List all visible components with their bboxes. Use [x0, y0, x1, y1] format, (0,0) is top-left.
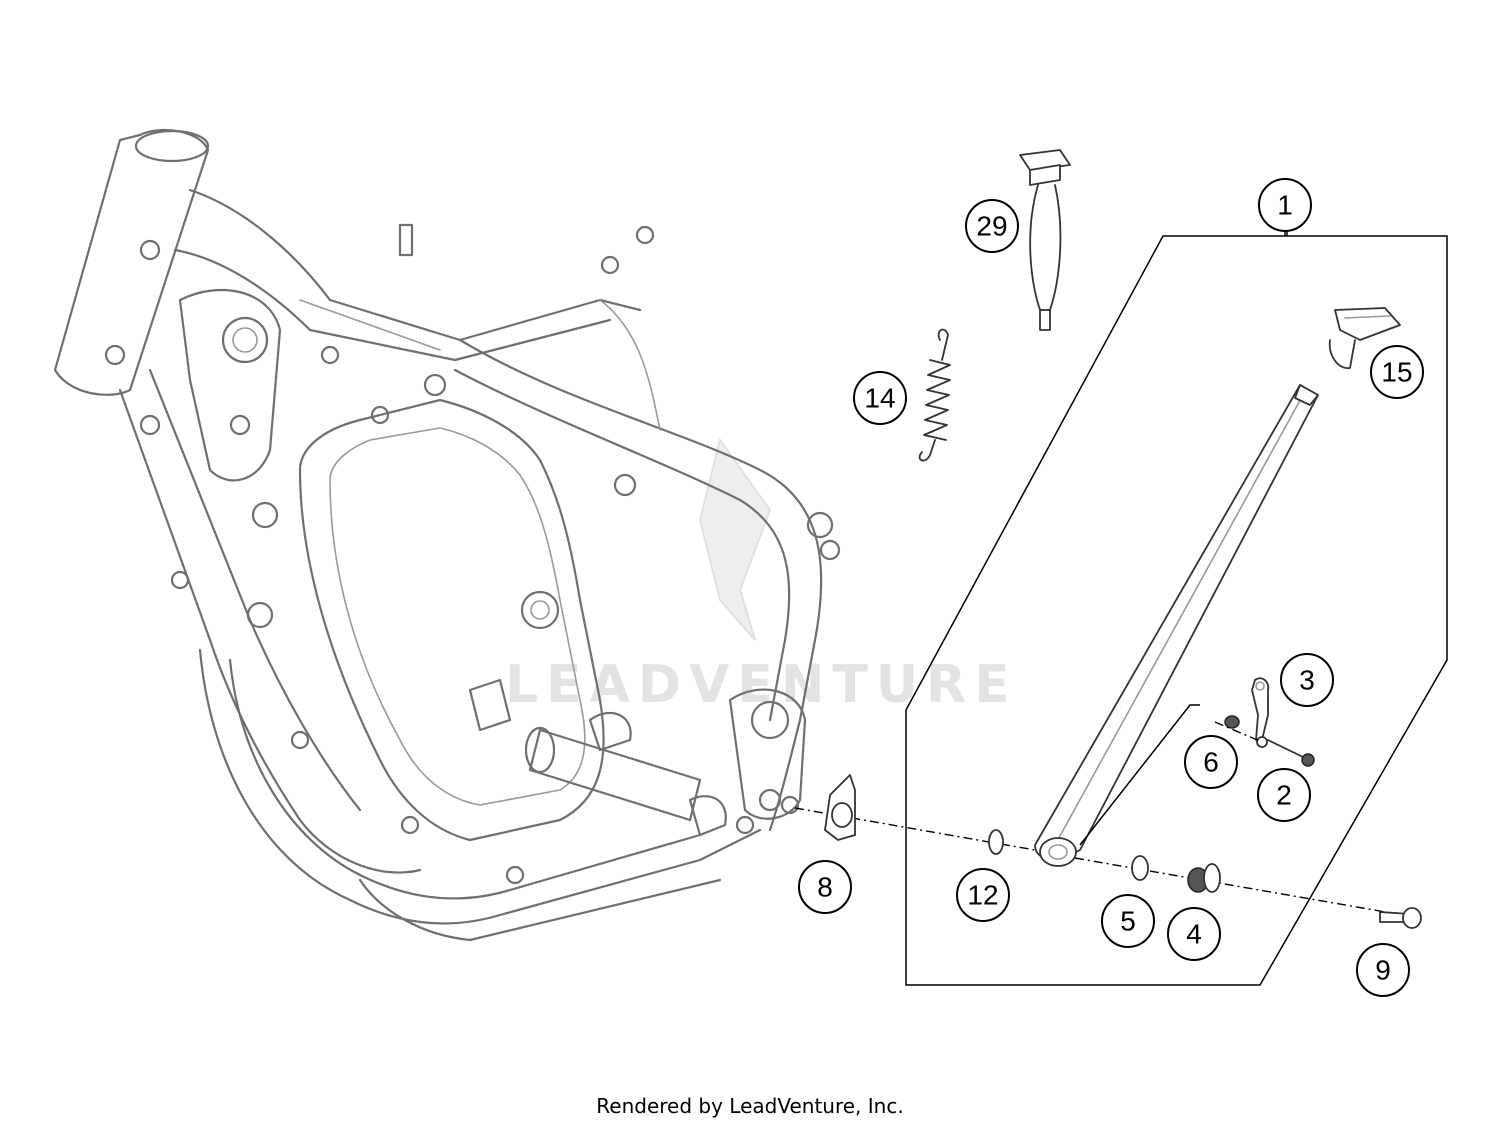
part-9-bolt: [1379, 907, 1422, 929]
callout-5-label: 5: [1120, 906, 1136, 937]
callout-2: 2: [1257, 768, 1311, 822]
callout-15: 15: [1370, 345, 1424, 399]
part-5-washer: [1131, 855, 1149, 881]
part-6-nut: [1224, 715, 1240, 729]
callout-4-label: 4: [1186, 919, 1202, 950]
side-stand-leg: [1034, 384, 1319, 867]
part-14-spring: [918, 328, 951, 462]
motorcycle-frame: [53, 128, 841, 942]
callout-8-label: 8: [817, 872, 833, 903]
part-15-rubber-foot: [1328, 307, 1401, 369]
callout-1-label: 1: [1277, 190, 1293, 221]
callout-6: 6: [1184, 735, 1238, 789]
callout-2-label: 2: [1276, 780, 1292, 811]
callout-5: 5: [1101, 894, 1155, 948]
callout-4: 4: [1167, 907, 1221, 961]
callout-9-label: 9: [1375, 955, 1391, 986]
callout-14: 14: [853, 371, 907, 425]
callout-1: 1: [1258, 178, 1312, 232]
callout-29-label: 29: [976, 211, 1007, 242]
part-3-bracket: [1251, 677, 1270, 748]
callout-29: 29: [965, 199, 1019, 253]
part-8-nut-plate: [824, 774, 856, 841]
callout-3-label: 3: [1299, 665, 1315, 696]
part-12-washer: [988, 829, 1004, 855]
callout-15-label: 15: [1381, 357, 1412, 388]
part-4-bushing: [1187, 863, 1221, 893]
part-29-tool: [1019, 149, 1071, 331]
part-2-screw: [1267, 739, 1315, 767]
callout-8: 8: [798, 860, 852, 914]
callout-14-label: 14: [864, 383, 895, 414]
callout-6-label: 6: [1203, 747, 1219, 778]
callout-3: 3: [1280, 653, 1334, 707]
callout-12-label: 12: [967, 880, 998, 911]
callout-9: 9: [1356, 943, 1410, 997]
watermark-text: LEADVENTURE: [505, 655, 1018, 715]
callout-12: 12: [956, 868, 1010, 922]
watermark: LEADVENTURE: [505, 437, 1018, 715]
footer-credit: Rendered by LeadVenture, Inc.: [596, 1094, 904, 1118]
